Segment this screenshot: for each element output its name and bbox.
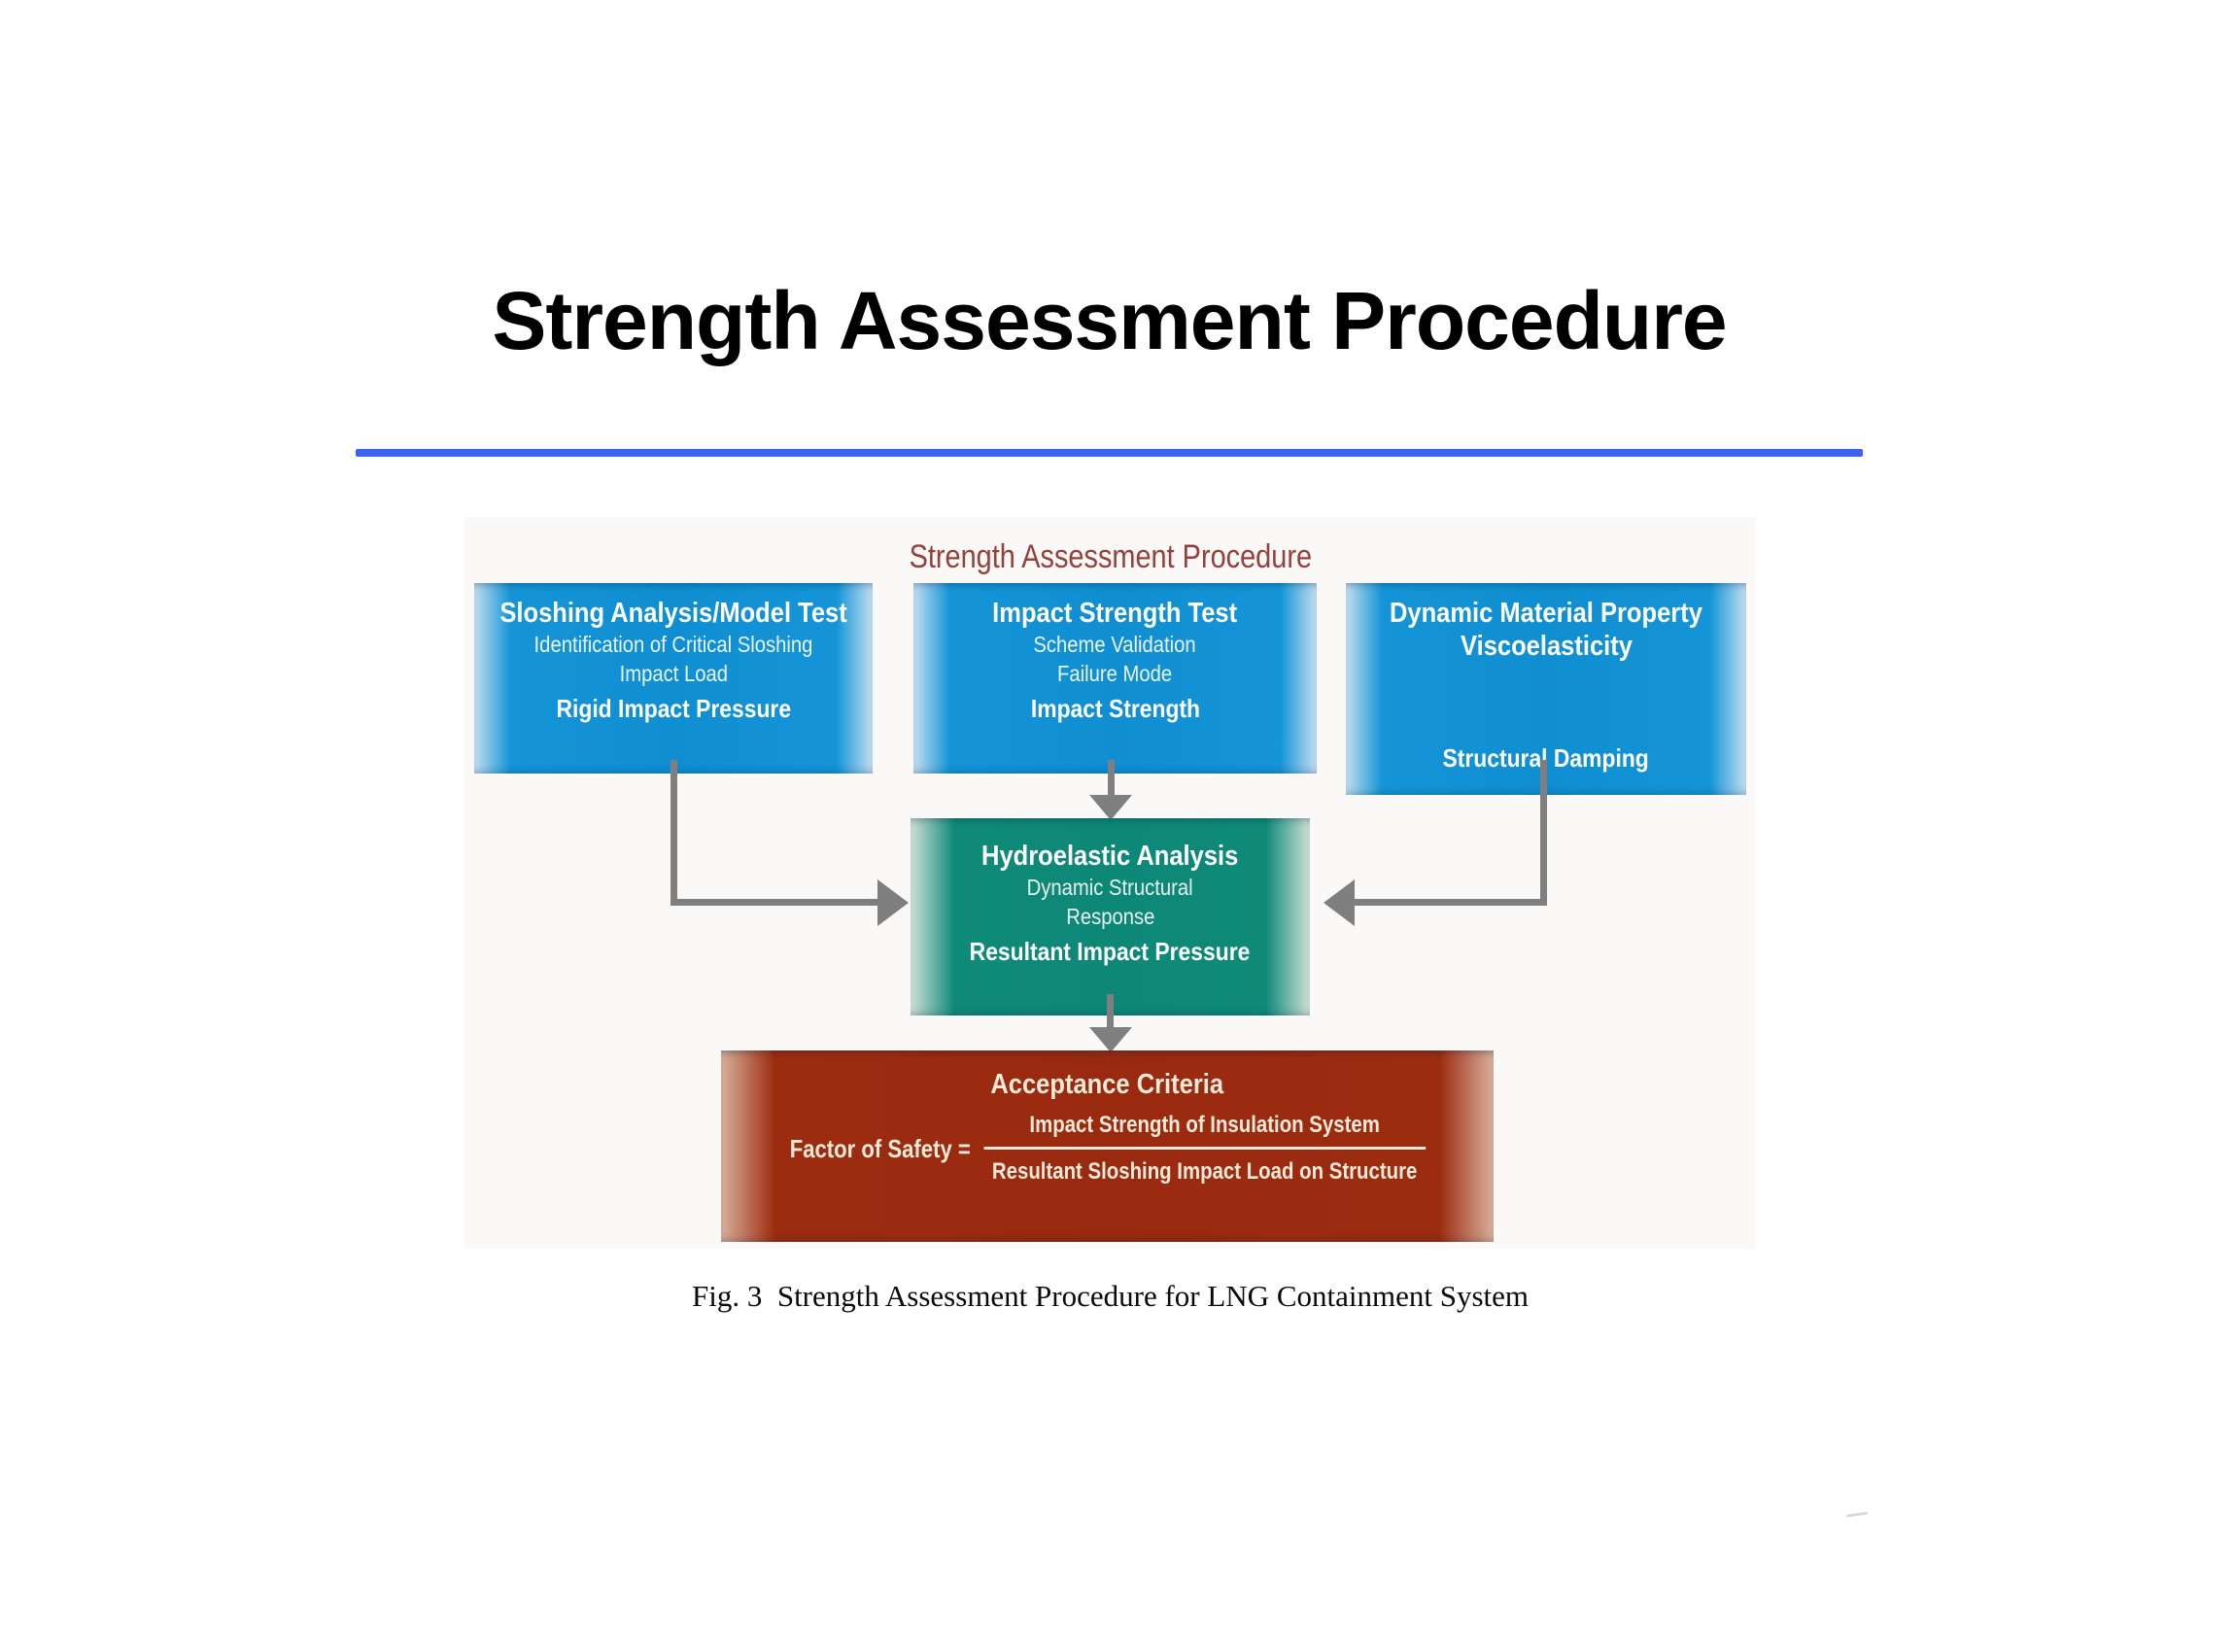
box-impact-strength-test: Impact Strength Test Scheme Validation F… [913, 583, 1317, 774]
connector-material-vertical [1540, 760, 1547, 906]
connector-hydro-to-acceptance [1107, 994, 1114, 1029]
box-hydroelastic-analysis: Hydroelastic Analysis Dynamic Structural… [911, 818, 1310, 1015]
figure-caption: Fig. 3 Strength Assessment Procedure for… [691, 1279, 1530, 1313]
arrowhead-into-hydro-right-icon [1324, 879, 1355, 926]
box-sloshing-line1: Identification of Critical Sloshing [533, 632, 813, 657]
box-acceptance-criteria: Acceptance Criteria Factor of Safety = I… [721, 1050, 1494, 1242]
box-sloshing-analysis: Sloshing Analysis/Model Test Identificat… [474, 583, 873, 774]
box-impact-line2: Failure Mode [1057, 661, 1173, 686]
box-impact-title: Impact Strength Test [992, 598, 1238, 629]
box-acceptance-title: Acceptance Criteria [990, 1069, 1224, 1100]
scan-artifact-mark [1845, 1511, 1869, 1518]
formula-condensed-wrap: Factor of Safety = Impact Strength of In… [789, 1111, 1426, 1187]
box-hydro-emphasis: Resultant Impact Pressure [970, 937, 1251, 966]
arrowhead-into-acceptance-icon [1089, 1027, 1132, 1052]
box-sloshing-emphasis: Rigid Impact Pressure [556, 694, 791, 723]
formula-denominator: Resultant Sloshing Impact Load on Struct… [991, 1158, 1418, 1185]
connector-impact-vertical [1108, 760, 1115, 797]
box-hydro-title: Hydroelastic Analysis [981, 841, 1239, 872]
factor-of-safety-formula: Factor of Safety = Impact Strength of In… [734, 1111, 1482, 1187]
box-impact-emphasis: Impact Strength [1030, 694, 1200, 723]
box-hydro-line1: Dynamic Structural [1027, 875, 1193, 900]
box-hydro-line2: Response [1065, 904, 1155, 929]
diagram-header-text: Strength Assessment Procedure [909, 538, 1312, 575]
diagram-panel: Strength Assessment Procedure Sloshing A… [464, 517, 1756, 1249]
connector-sloshing-horizontal [670, 899, 877, 906]
box-sloshing-title: Sloshing Analysis/Model Test [499, 598, 847, 629]
arrowhead-into-hydro-top-icon [1089, 795, 1132, 820]
formula-lhs: Factor of Safety = [789, 1133, 971, 1163]
box-impact-line1: Scheme Validation [1033, 632, 1197, 657]
formula-numerator: Impact Strength of Insulation System [983, 1111, 1426, 1150]
connector-sloshing-vertical [670, 760, 677, 906]
formula-fraction: Impact Strength of Insulation System Res… [983, 1111, 1426, 1187]
box-dynamic-material-property: Dynamic Material Property Viscoelasticit… [1346, 583, 1746, 795]
diagram-header: Strength Assessment Procedure [464, 538, 1756, 576]
box-material-title-line2: Viscoelasticity [1460, 631, 1633, 662]
slide-title: Strength Assessment Procedure [492, 275, 1727, 366]
box-sloshing-line2: Impact Load [619, 661, 728, 686]
connector-material-horizontal [1355, 899, 1547, 906]
box-material-title-line1: Dynamic Material Property [1390, 598, 1702, 629]
title-underline-rule [356, 449, 1863, 457]
arrowhead-into-hydro-left-icon [877, 879, 909, 926]
